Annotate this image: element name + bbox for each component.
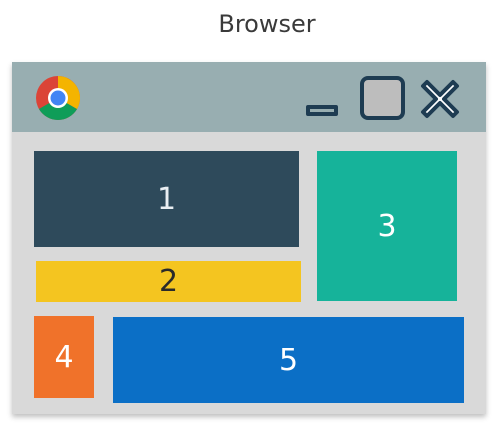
panel-2: 2 xyxy=(36,261,301,302)
panel-5: 5 xyxy=(113,317,464,403)
title-bar xyxy=(12,62,486,132)
maximize-icon[interactable] xyxy=(360,76,405,120)
panel-4: 4 xyxy=(34,316,94,398)
browser-window: 1 2 3 4 5 xyxy=(12,62,486,414)
chrome-logo-icon xyxy=(36,76,80,120)
panel-3: 3 xyxy=(317,151,457,301)
diagram-title: Browser xyxy=(218,10,316,38)
close-icon[interactable] xyxy=(417,76,463,122)
panel-1: 1 xyxy=(34,151,299,247)
minimize-icon[interactable] xyxy=(306,105,338,116)
